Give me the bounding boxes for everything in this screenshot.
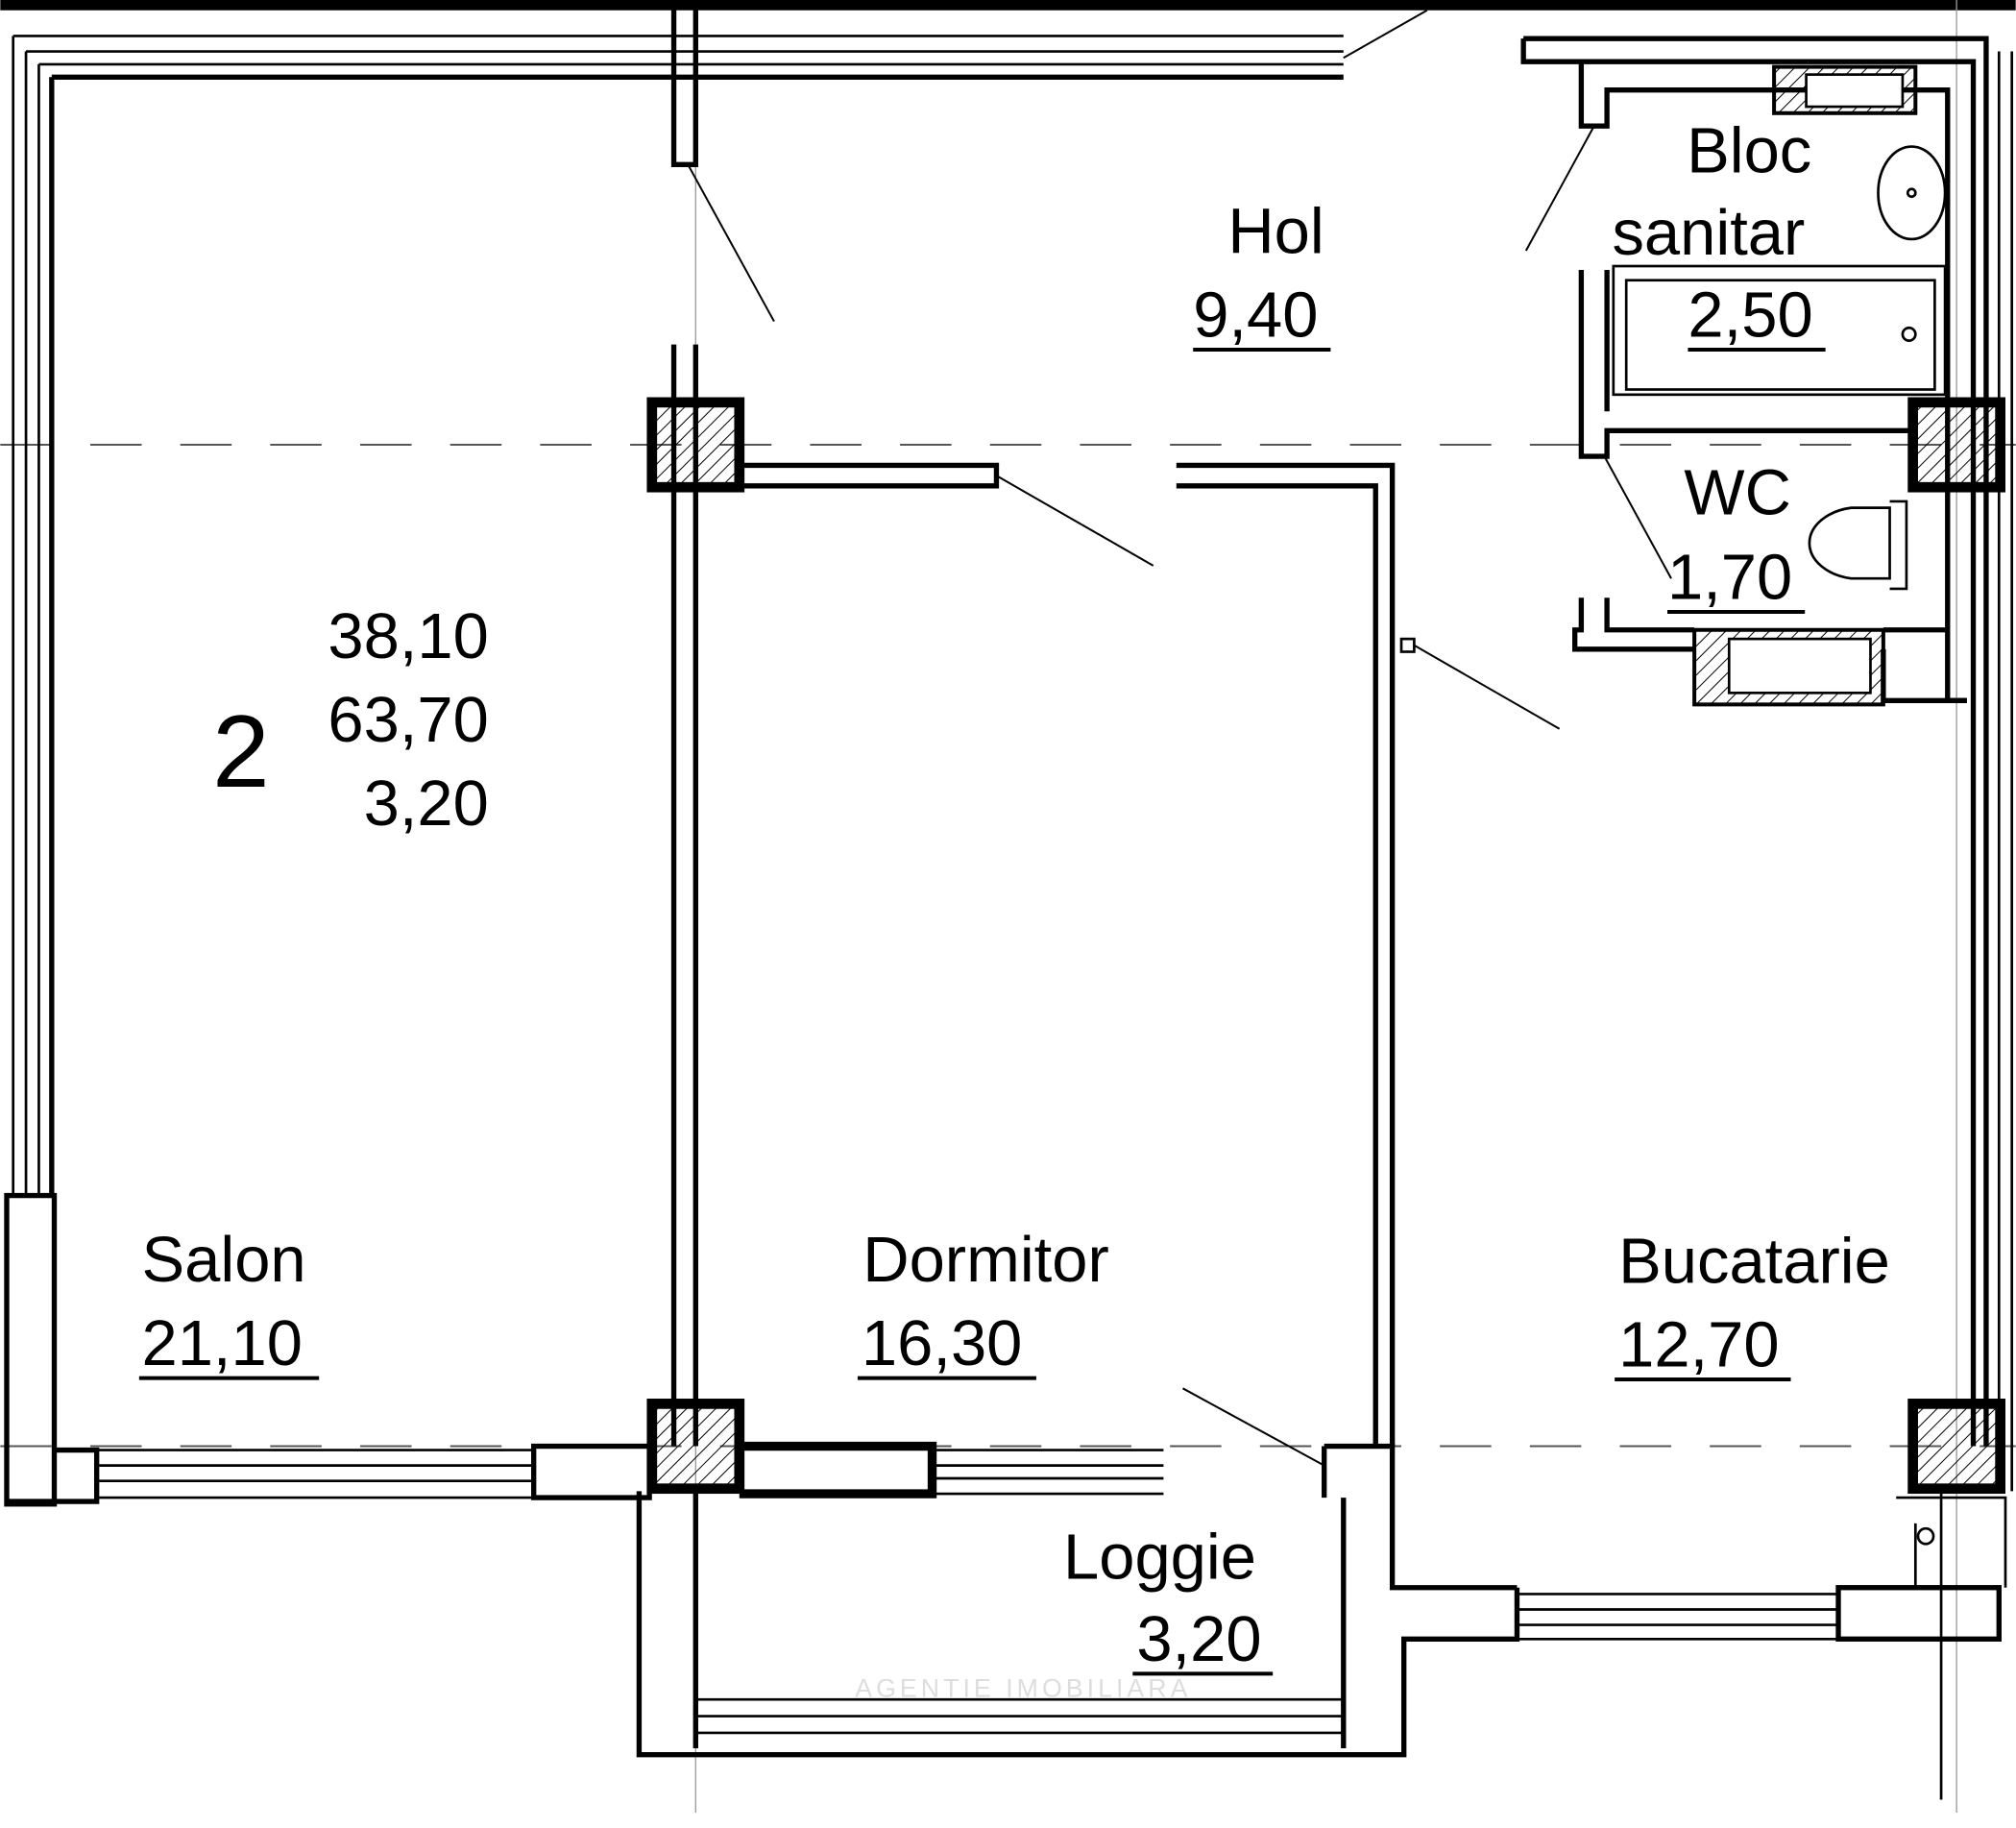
sanitary-fixtures bbox=[1612, 145, 1947, 591]
watermark: AGENTIE IMOBILIARA bbox=[855, 1673, 1191, 1702]
total-area: 63,70 bbox=[328, 684, 488, 756]
room-name-dormitor: Dormitor bbox=[862, 1224, 1109, 1296]
rooms-count: 2 bbox=[212, 694, 270, 809]
room-area-loggie: 3,20 bbox=[1136, 1603, 1261, 1675]
room-name-sanitar: sanitar bbox=[1612, 197, 1805, 269]
columns bbox=[646, 64, 2005, 1495]
room-name-bloc: Bloc bbox=[1687, 114, 1811, 186]
room-name-salon: Salon bbox=[142, 1224, 306, 1296]
top-border bbox=[0, 0, 2016, 11]
column bbox=[646, 1399, 745, 1495]
room-area-bloc-sanitar: 2,50 bbox=[1688, 280, 1812, 352]
interior-walls bbox=[670, 0, 1967, 1447]
toilet-icon bbox=[1808, 500, 1908, 591]
room-area-wc: 1,70 bbox=[1667, 542, 1792, 614]
room-name-hol: Hol bbox=[1227, 196, 1324, 268]
room-name-loggie: Loggie bbox=[1063, 1521, 1256, 1593]
room-name-wc: WC bbox=[1684, 456, 1790, 528]
room-area-bucatarie: 12,70 bbox=[1618, 1309, 1779, 1381]
door-swings bbox=[687, 9, 1672, 1467]
column bbox=[1907, 1399, 2005, 1495]
room-area-salon: 21,10 bbox=[142, 1307, 303, 1379]
room-area-hol: 9,40 bbox=[1193, 280, 1318, 352]
column bbox=[1907, 397, 2005, 493]
column bbox=[646, 397, 745, 493]
room-area-dormitor: 16,30 bbox=[862, 1307, 1022, 1379]
living-area: 38,10 bbox=[328, 600, 488, 672]
bathtub-icon bbox=[1612, 264, 1947, 397]
outer-walls bbox=[4, 35, 2014, 1800]
sink-icon bbox=[1877, 145, 1947, 241]
loggie-area-summary: 3,20 bbox=[364, 768, 489, 840]
room-name-bucatarie: Bucatarie bbox=[1618, 1226, 1890, 1298]
